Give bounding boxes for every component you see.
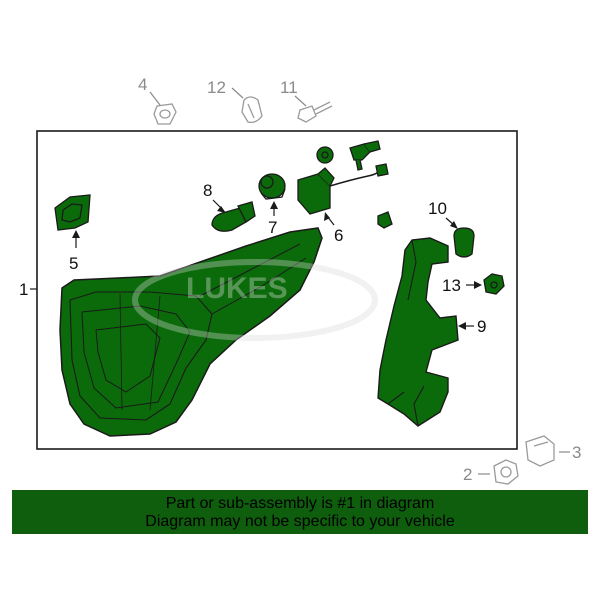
harness-part-6 <box>297 140 389 215</box>
callout-12: 12 <box>207 78 226 97</box>
tail-lamp-assembly <box>59 227 323 437</box>
callout-11: 11 <box>280 78 298 97</box>
arrow-7 <box>270 201 278 209</box>
callout-3: 3 <box>572 443 581 462</box>
callout-7: 7 <box>268 218 277 237</box>
bulb-part-8 <box>211 201 256 232</box>
svg-text:LUKES: LUKES <box>186 272 288 305</box>
callout-9: 9 <box>477 317 486 336</box>
arrow-10 <box>450 221 458 229</box>
push-pin-part-2 <box>493 459 519 485</box>
clip-part-3 <box>525 435 555 467</box>
banner-line-2: Diagram may not be specific to your vehi… <box>145 513 455 530</box>
leader-11 <box>294 95 307 107</box>
clip-part <box>377 211 393 229</box>
callout-5: 5 <box>69 254 78 273</box>
clip-part-12 <box>241 96 263 124</box>
arrow-8 <box>217 206 226 213</box>
cap-part-10 <box>453 227 475 258</box>
arrow-5 <box>72 230 80 238</box>
leader-4 <box>149 91 161 106</box>
gasket-part-5 <box>54 194 91 231</box>
callout-6: 6 <box>334 226 343 245</box>
arrow-13 <box>474 281 482 289</box>
callout-8: 8 <box>203 181 212 200</box>
callout-13: 13 <box>442 276 461 295</box>
arrow-9 <box>458 322 466 330</box>
nut-part-13 <box>483 273 505 295</box>
watermark: LUKES <box>132 259 378 341</box>
callout-4: 4 <box>138 75 147 94</box>
assembly-frame <box>36 130 518 450</box>
arrow-6 <box>324 212 330 221</box>
bracket-part-9 <box>377 237 459 427</box>
leader-12 <box>231 87 244 99</box>
bracket-detail <box>387 239 425 427</box>
callout-2: 2 <box>463 465 472 484</box>
info-banner: Part or sub-assembly is #1 in diagram Di… <box>12 490 588 534</box>
callout-1: 1 <box>19 280 28 299</box>
socket-part-7 <box>258 173 286 200</box>
callout-10: 10 <box>428 199 447 218</box>
push-pin-part-4 <box>153 103 177 125</box>
bolt-part-11 <box>297 101 333 123</box>
banner-line-1: Part or sub-assembly is #1 in diagram <box>165 495 435 512</box>
